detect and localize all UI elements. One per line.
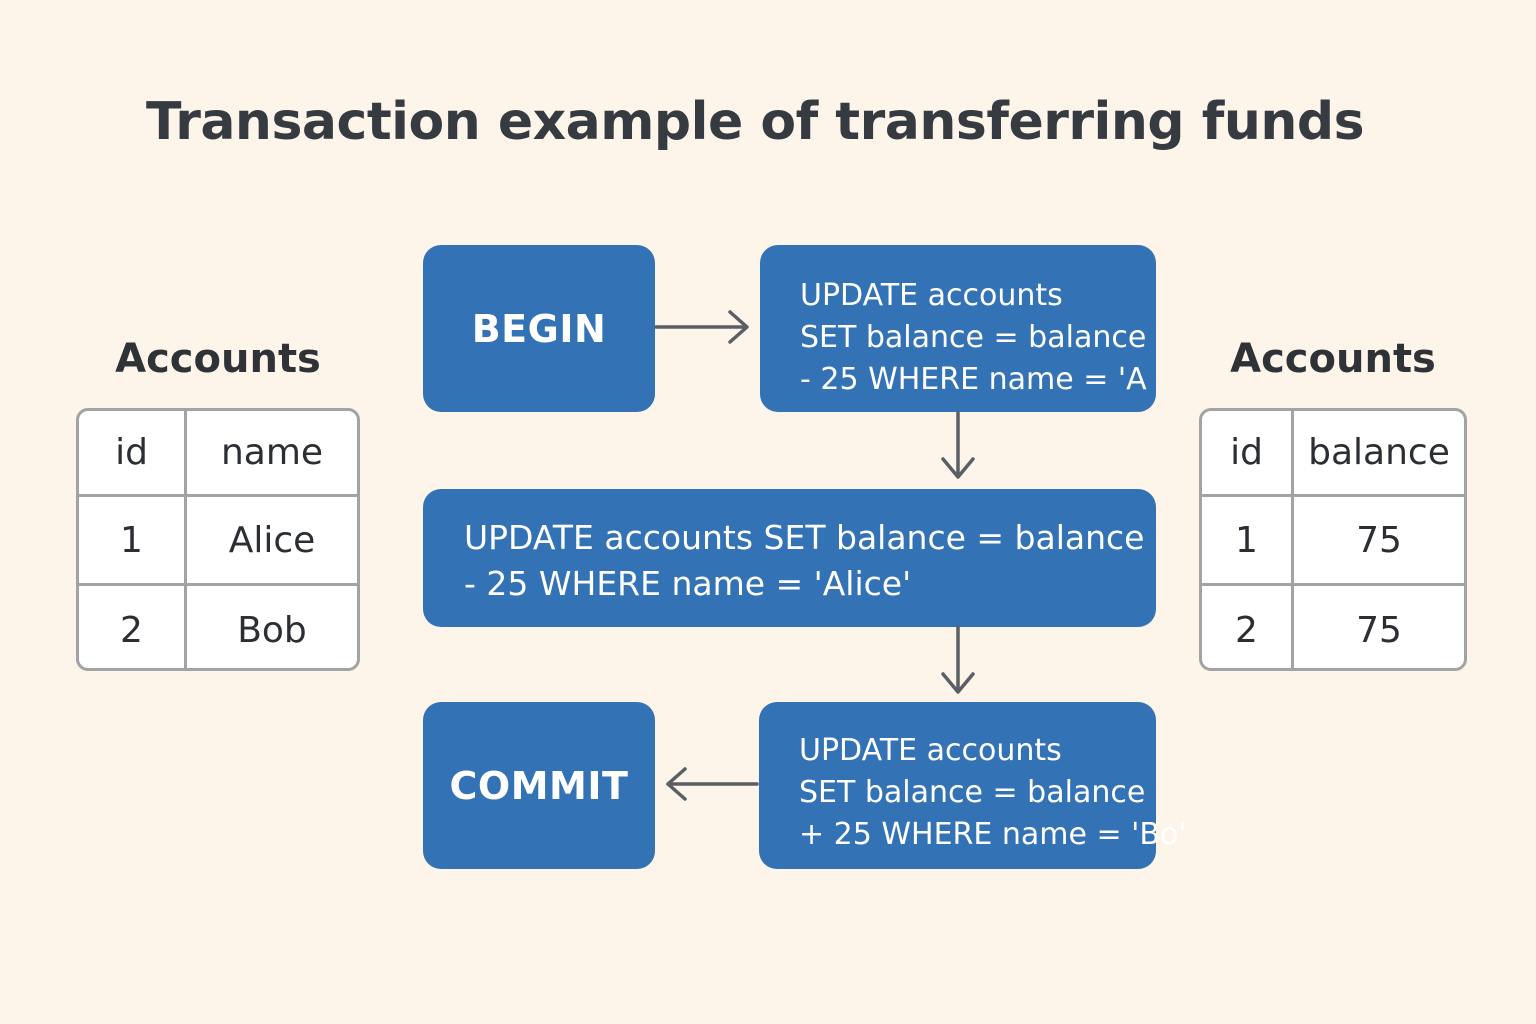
arrow-left-icon	[666, 767, 759, 801]
sql-line: UPDATE accounts SET balance = balance	[464, 518, 1145, 557]
arrow-down-icon	[941, 411, 975, 479]
left-table-caption: Accounts	[115, 336, 321, 382]
sql-line: + 25 WHERE name = 'Bo'	[799, 817, 1187, 852]
table-cell: Alice	[184, 497, 357, 583]
commit-step: COMMIT	[423, 702, 655, 869]
update-step-3: UPDATE accounts SET balance = balance + …	[759, 702, 1187, 869]
arrow-right-icon	[654, 310, 749, 344]
table-row: 2 Bob	[79, 583, 357, 668]
sql-line: - 25 WHERE name = 'A	[800, 362, 1147, 397]
sql-line: UPDATE accounts	[800, 278, 1063, 313]
right-table-caption: Accounts	[1230, 336, 1436, 382]
sql-line: SET balance = balance	[800, 320, 1147, 355]
header-cell-id: id	[1230, 432, 1263, 473]
table-cell: 75	[1291, 586, 1464, 668]
update-step-1: UPDATE accounts SET balance = balance - …	[760, 245, 1156, 412]
diagram-title: Transaction example of transferring fund…	[145, 92, 1365, 152]
table-header-row: id name	[79, 411, 357, 494]
sql-line: UPDATE accounts	[799, 733, 1062, 768]
header-cell-id: id	[115, 432, 148, 473]
sql-line: - 25 WHERE name = 'Alice'	[464, 564, 912, 603]
table-cell: 75	[1291, 497, 1464, 583]
left-accounts-table: id name 1 Alice 2 Bob	[76, 408, 360, 671]
table-cell: 2	[1235, 609, 1258, 651]
sql-line: SET balance = balance	[799, 775, 1146, 810]
table-cell: 1	[1235, 519, 1258, 561]
table-row: 2 75	[1202, 583, 1464, 668]
right-accounts-table: id balance 1 75 2 75	[1199, 408, 1467, 671]
update-step-2: UPDATE accounts SET balance = balance - …	[423, 489, 1156, 627]
table-cell: 1	[120, 519, 143, 561]
table-cell: 2	[120, 609, 143, 651]
table-header-row: id balance	[1202, 411, 1464, 494]
arrow-down-icon	[941, 625, 975, 694]
table-cell: Bob	[184, 586, 357, 668]
header-cell-balance: balance	[1291, 411, 1464, 494]
header-cell-name: name	[184, 411, 357, 494]
begin-step: BEGIN	[423, 245, 655, 412]
table-row: 1 75	[1202, 494, 1464, 583]
table-row: 1 Alice	[79, 494, 357, 583]
